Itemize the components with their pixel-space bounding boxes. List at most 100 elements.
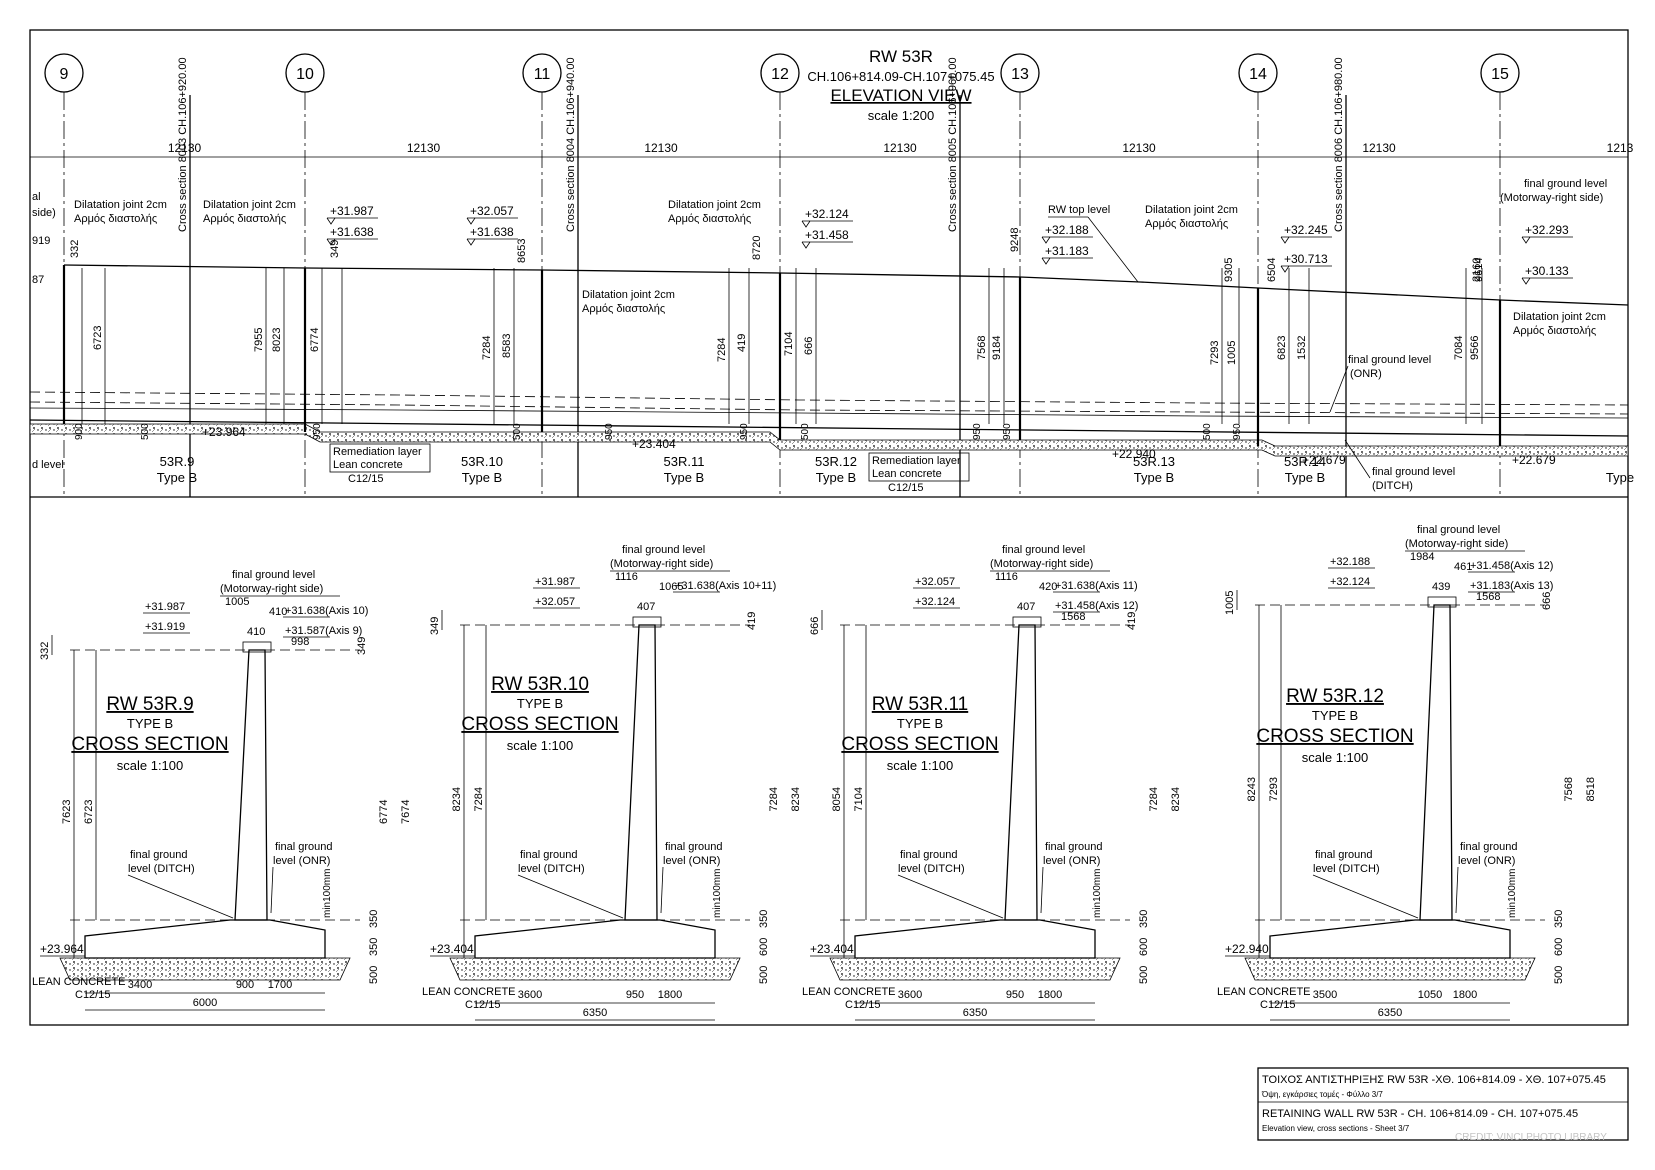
elevation-level: +32.293 [1525,223,1569,237]
section-top-dim: 1984 [1410,551,1434,563]
section-right-dim: 500 [368,966,380,984]
section-left-dim: 7104 [853,787,865,811]
onr-leader [1455,866,1459,914]
section-bottom-dim: 1800 [1453,989,1477,1001]
joint-label-en: Dilatation joint 2cm [1145,204,1238,216]
height-dimension: 7104 [783,332,795,356]
lean-concrete-layer [1244,957,1536,981]
section-subtitle: CROSS SECTION [461,714,618,735]
section-level: +31.458(Axis 12) [1055,600,1138,612]
section-subtitle: CROSS SECTION [841,734,998,755]
segment-name: 53R.13 [1133,454,1175,469]
onr-leader [660,866,664,914]
footing-dimension: 950 [972,423,983,440]
bottom-level: +22.679 [1302,453,1346,467]
axis-spacing: 12130 [168,141,202,155]
section-top-dim: 407 [1017,601,1035,613]
section-scale: scale 1:100 [1302,750,1369,765]
section-level: +31.458(Axis 12) [1470,560,1553,572]
section-level: +32.057 [535,596,575,608]
elevation-level: +30.133 [1525,264,1569,278]
elevation-title: RW 53R [869,47,933,66]
elevation-level: +32.057 [470,204,514,218]
section-left-dim: 8243 [1246,777,1258,801]
section-bottom-dim: 950 [626,989,644,1001]
height-dimension: 8720 [751,236,763,260]
ditch-note: level (DITCH) [1313,863,1380,875]
cross-section-label: Cross section 8005 CH.106+960.00 [947,57,959,232]
height-dimension: 9566 [1469,336,1481,360]
onr-leader [270,866,274,914]
section-top-dim: 439 [1432,581,1450,593]
section-level: +32.124 [1330,576,1370,588]
section-level: +31.638(Axis 10+11) [675,580,776,592]
left-cut-label: 87 [32,274,44,286]
section-bottom-dim: 1800 [1038,989,1062,1001]
elevation-scale: scale 1:200 [868,108,935,123]
concrete-class: C12/15 [348,473,383,485]
cross-section-label: Cross section 8006 CH.106+980.00 [1333,57,1345,232]
wall-cap [242,641,272,653]
section-title: RW 53R.11 [872,694,968,715]
onr-note: level (ONR) [273,855,330,867]
section-bottom-dim: 1800 [658,989,682,1001]
section-top-dim: 1568 [1061,611,1085,623]
fgl-label: final ground level [622,544,705,556]
elevation-level: +31.987 [330,204,374,218]
base-level: +23.404 [430,942,474,956]
segment-type: Type B [462,470,502,485]
height-dimension: 6823 [1276,336,1288,360]
section-left-dim: 1005 [1224,591,1236,615]
axis-spacing: 1213 [1607,141,1634,155]
section-left-dim: 349 [429,617,441,635]
segment-type: Type [1606,470,1634,485]
fgl-label: final ground level [232,569,315,581]
height-dimension: 7955 [253,328,265,352]
level-marker [1041,257,1051,265]
section-right-dim: 600 [1553,938,1565,956]
onr-note: final ground [1460,841,1518,853]
section-level: +32.124 [915,596,955,608]
ditch-note: final ground [900,849,958,861]
elevation-level: +31.638 [470,225,514,239]
section-top-dim: 410 [247,626,265,638]
footing-dimension: 950 [312,423,323,440]
section-right-dim: 8234 [790,787,802,811]
section-top-dim: 407 [637,601,655,613]
bottom-level: +23.404 [632,437,676,451]
section-right-dim: 6774 [378,800,390,824]
ditch-leader [897,874,1004,919]
footing [84,919,326,959]
section-scale: scale 1:100 [887,758,954,773]
footing-dimension: 500 [512,423,523,440]
segment-name: 53R.14 [1284,454,1326,469]
height-dimension: 9305 [1223,258,1235,282]
height-dimension: 8023 [271,328,283,352]
rw-top-level-label: RW top level [1048,204,1110,216]
section-left-dim: 7284 [473,787,485,811]
section-type: TYPE B [517,696,563,711]
footing-dimension: 950 [1002,423,1013,440]
elevation-level: +31.183 [1045,244,1089,258]
section-right-dim: 7568 [1563,777,1575,801]
bottom-level: +23.964 [202,425,246,439]
cross-section-label: Cross section 8004 CH.106+940.00 [565,57,577,232]
section-right-dim: 349 [356,637,368,655]
elevation-level: +32.124 [805,207,849,221]
fgl-motorway-label: final ground level [1524,178,1607,190]
joint-label-gr: Αρμός διαστολής [1513,325,1596,337]
segment-name: 53R.9 [160,454,195,469]
segment-name: 53R.10 [461,454,503,469]
left-cut-label: side) [32,207,56,219]
title-block-line4: Elevation view, cross sections - Sheet 3… [1262,1124,1410,1133]
onr-note: final ground [665,841,723,853]
fgl-side: (Motorway-right side) [990,558,1093,570]
section-right-dim: 419 [746,612,758,630]
height-dimension: 332 [69,240,81,258]
joint-label-gr: Αρμός διαστολής [668,213,751,225]
section-top-dim: 410 [269,606,287,618]
height-dimension: 1532 [1296,336,1308,360]
